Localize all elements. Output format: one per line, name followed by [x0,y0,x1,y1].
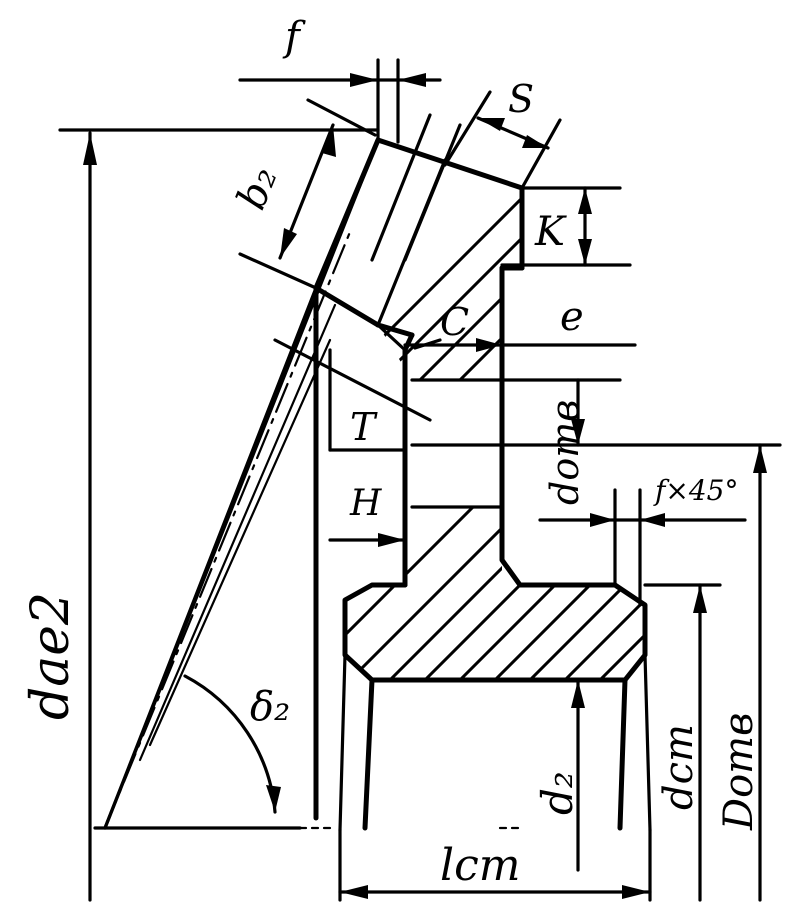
label-chamfer: f×45° [653,474,738,507]
labels: f S b₂ K C e T dотв H f×45° dae2 δ₂ d₂ d… [21,14,762,891]
cone-lines [103,138,380,830]
label-T: T [350,405,378,449]
label-e: e [560,294,584,340]
label-H: H [349,483,382,524]
label-d-otv: dотв [543,400,587,505]
label-l-st: lст [440,840,520,891]
label-d-ae2: dae2 [21,592,81,720]
label-d2: d₂ [533,771,582,815]
label-delta2: δ₂ [250,684,290,730]
label-d-st: dст [656,724,702,810]
label-f: f [282,14,306,60]
gear-outline [313,137,652,832]
hub-section-hatching [345,507,645,680]
label-D-otv: Dотв [716,713,762,831]
label-C: C [440,300,469,344]
label-b2: b₂ [228,160,286,216]
label-K: K [534,209,567,255]
dimension-lines [58,58,782,902]
label-S: S [508,77,534,121]
